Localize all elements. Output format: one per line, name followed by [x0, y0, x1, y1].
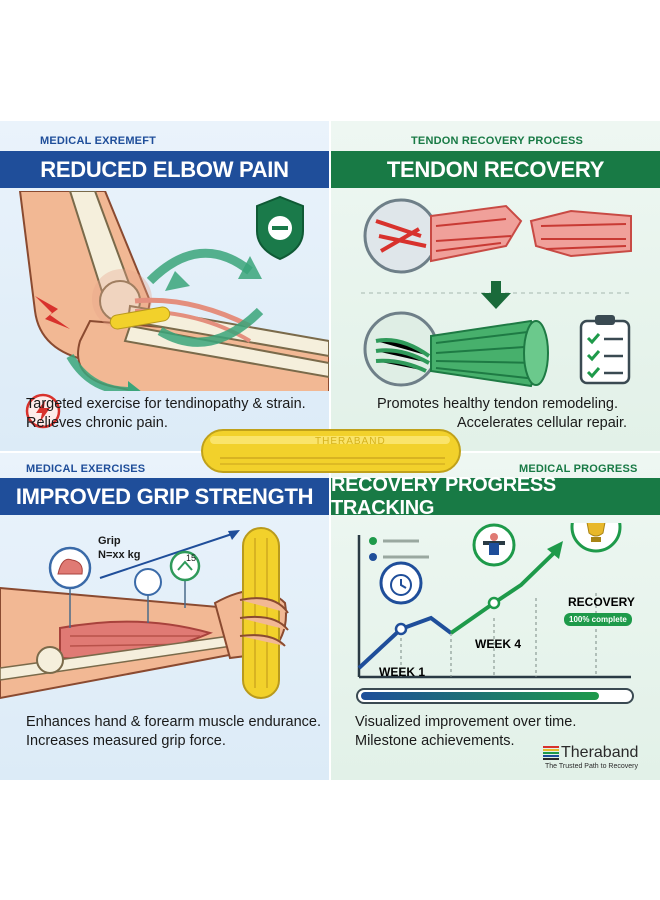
week1-label: WEEK 1: [379, 665, 426, 679]
tendon-illustration: [361, 198, 632, 388]
badge-number: 15: [186, 553, 197, 563]
panel-caption: Enhances hand & forearm muscle endurance…: [26, 714, 322, 749]
panel-title: TENDON RECOVERY: [331, 151, 660, 188]
panel-tendon-recovery: TENDON RECOVERY PROCESS TENDON RECOVERY …: [331, 121, 660, 451]
complete-badge: 100% complete: [564, 613, 632, 626]
panel-title: IMPROVED GRIP STRENGTH: [0, 478, 329, 515]
panel-improved-grip-strength: MEDICAL EXERCISES IMPROVED GRIP STRENGTH…: [0, 453, 329, 780]
bar-brand-text: THERABAND: [315, 436, 386, 447]
panel-title: RECOVERY PROGRESS TRACKING: [331, 474, 660, 519]
progress-chart-illustration: [356, 523, 634, 704]
grip-value: N=xx kg: [98, 549, 141, 561]
theraband-stripes-icon: [543, 746, 559, 760]
panel-caption: Promotes healthy tendon remodeling. Acce…: [377, 396, 628, 431]
panel-title: REDUCED ELBOW PAIN: [0, 151, 329, 188]
week4-label: WEEK 4: [475, 637, 522, 651]
panel-kicker: MEDICAL EXERCISES: [26, 463, 146, 475]
forearm-grip-illustration: [0, 527, 289, 700]
yellow-flex-bar: [201, 429, 461, 473]
pain-lightning-icon: [25, 393, 61, 429]
panel-kicker: TENDON RECOVERY PROCESS: [411, 135, 584, 147]
panel-kicker: MEDICAL PROGRESS: [519, 463, 638, 475]
brand-logo: Theraband: [543, 744, 638, 762]
brand-name: Theraband: [561, 744, 639, 761]
panel-caption: Targeted exercise for tendinopathy & str…: [26, 396, 306, 431]
brand-tagline: The Trusted Path to Recovery: [545, 763, 638, 770]
panel-kicker: MEDICAL EXREMEFT: [40, 135, 157, 147]
recovery-label: RECOVERY: [568, 595, 635, 609]
grip-label: Grip: [98, 535, 121, 547]
elbow-illustration: [18, 191, 329, 391]
panel-reduced-elbow-pain: MEDICAL EXREMEFT REDUCED ELBOW PAIN: [0, 121, 329, 451]
panel-recovery-progress-tracking: MEDICAL PROGRESS RECOVERY PROGRESS TRACK…: [331, 453, 660, 780]
panel-caption: Visualized improvement over time. Milest…: [355, 714, 577, 749]
